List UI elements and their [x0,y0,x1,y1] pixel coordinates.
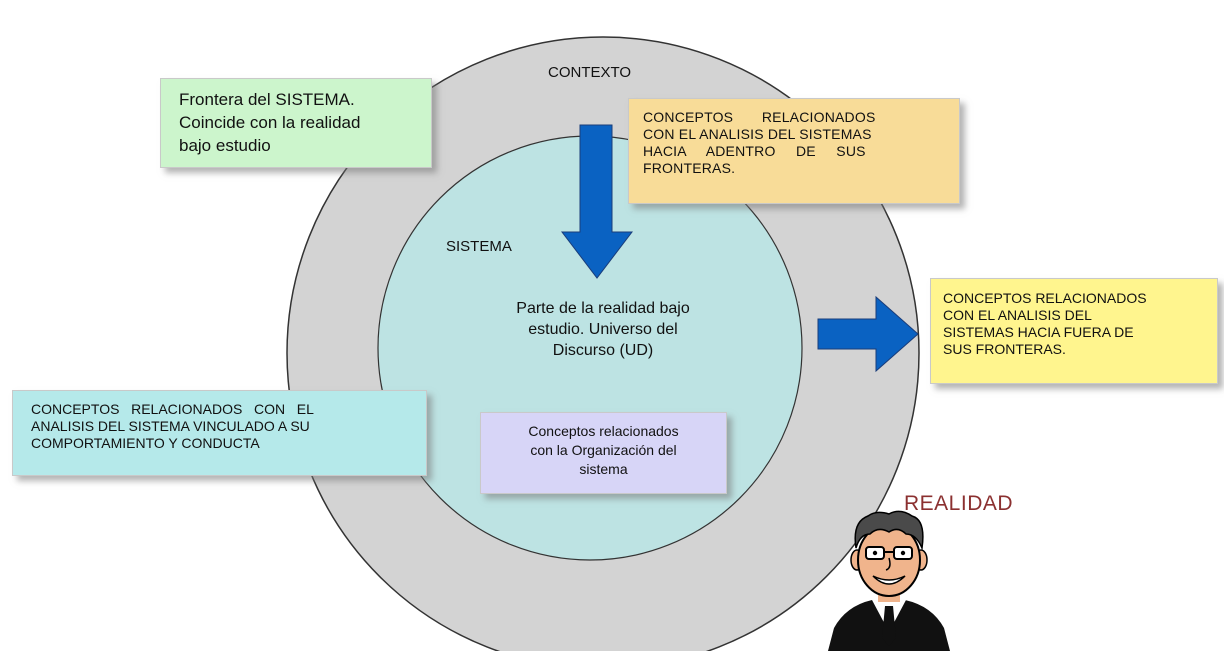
inward-concepts-line: HACIA ADENTRO DE SUS [643,143,866,159]
inward-concepts-note: CONCEPTOS RELACIONADOS CON EL ANALISIS D… [628,98,960,204]
system-description: Parte de la realidad bajo estudio. Unive… [478,298,728,361]
outward-concepts-note: CONCEPTOS RELACIONADOS CON EL ANALISIS D… [930,278,1218,384]
outward-concepts-line: CONCEPTOS RELACIONADOS [943,290,1147,306]
behavior-concepts-line: CONCEPTOS RELACIONADOS CON EL [31,401,314,417]
arrow-down-icon [560,124,634,279]
organization-concepts-note: Conceptos relacionados con la Organizaci… [480,412,727,494]
organization-concepts-line: con la Organización del [530,442,677,458]
behavior-concepts-note: CONCEPTOS RELACIONADOS CON EL ANALISIS D… [12,390,427,476]
system-description-line: Parte de la realidad bajo [516,300,690,317]
boundary-note: Frontera del SISTEMA. Coincide con la re… [160,78,432,168]
inward-concepts-line: CONCEPTOS RELACIONADOS [643,109,876,125]
reality-label: REALIDAD [904,492,1014,515]
boundary-note-line: bajo estudio [179,136,271,155]
outward-concepts-line: CON EL ANALISIS DEL [943,307,1092,323]
system-label: SISTEMA [446,238,512,255]
inward-concepts-line: FRONTERAS. [643,160,736,176]
boundary-note-line: Frontera del SISTEMA. [179,90,355,109]
outward-concepts-line: SISTEMAS HACIA FUERA DE [943,324,1134,340]
behavior-concepts-line: ANALISIS DEL SISTEMA VINCULADO A SU [31,418,310,434]
system-description-line: Discurso (UD) [552,342,654,359]
boundary-note-line: Coincide con la realidad [179,113,361,132]
organization-concepts-line: sistema [579,461,628,477]
arrow-right-icon [817,295,919,373]
man-with-glasses-icon [828,510,950,651]
context-label: CONTEXTO [548,64,632,81]
outward-concepts-line: SUS FRONTERAS. [943,341,1066,357]
system-description-line: estudio. Universo del [528,321,678,338]
behavior-concepts-line: COMPORTAMIENTO Y CONDUCTA [31,435,260,451]
organization-concepts-line: Conceptos relacionados [528,423,679,439]
inward-concepts-line: CON EL ANALISIS DEL SISTEMAS [643,126,872,142]
